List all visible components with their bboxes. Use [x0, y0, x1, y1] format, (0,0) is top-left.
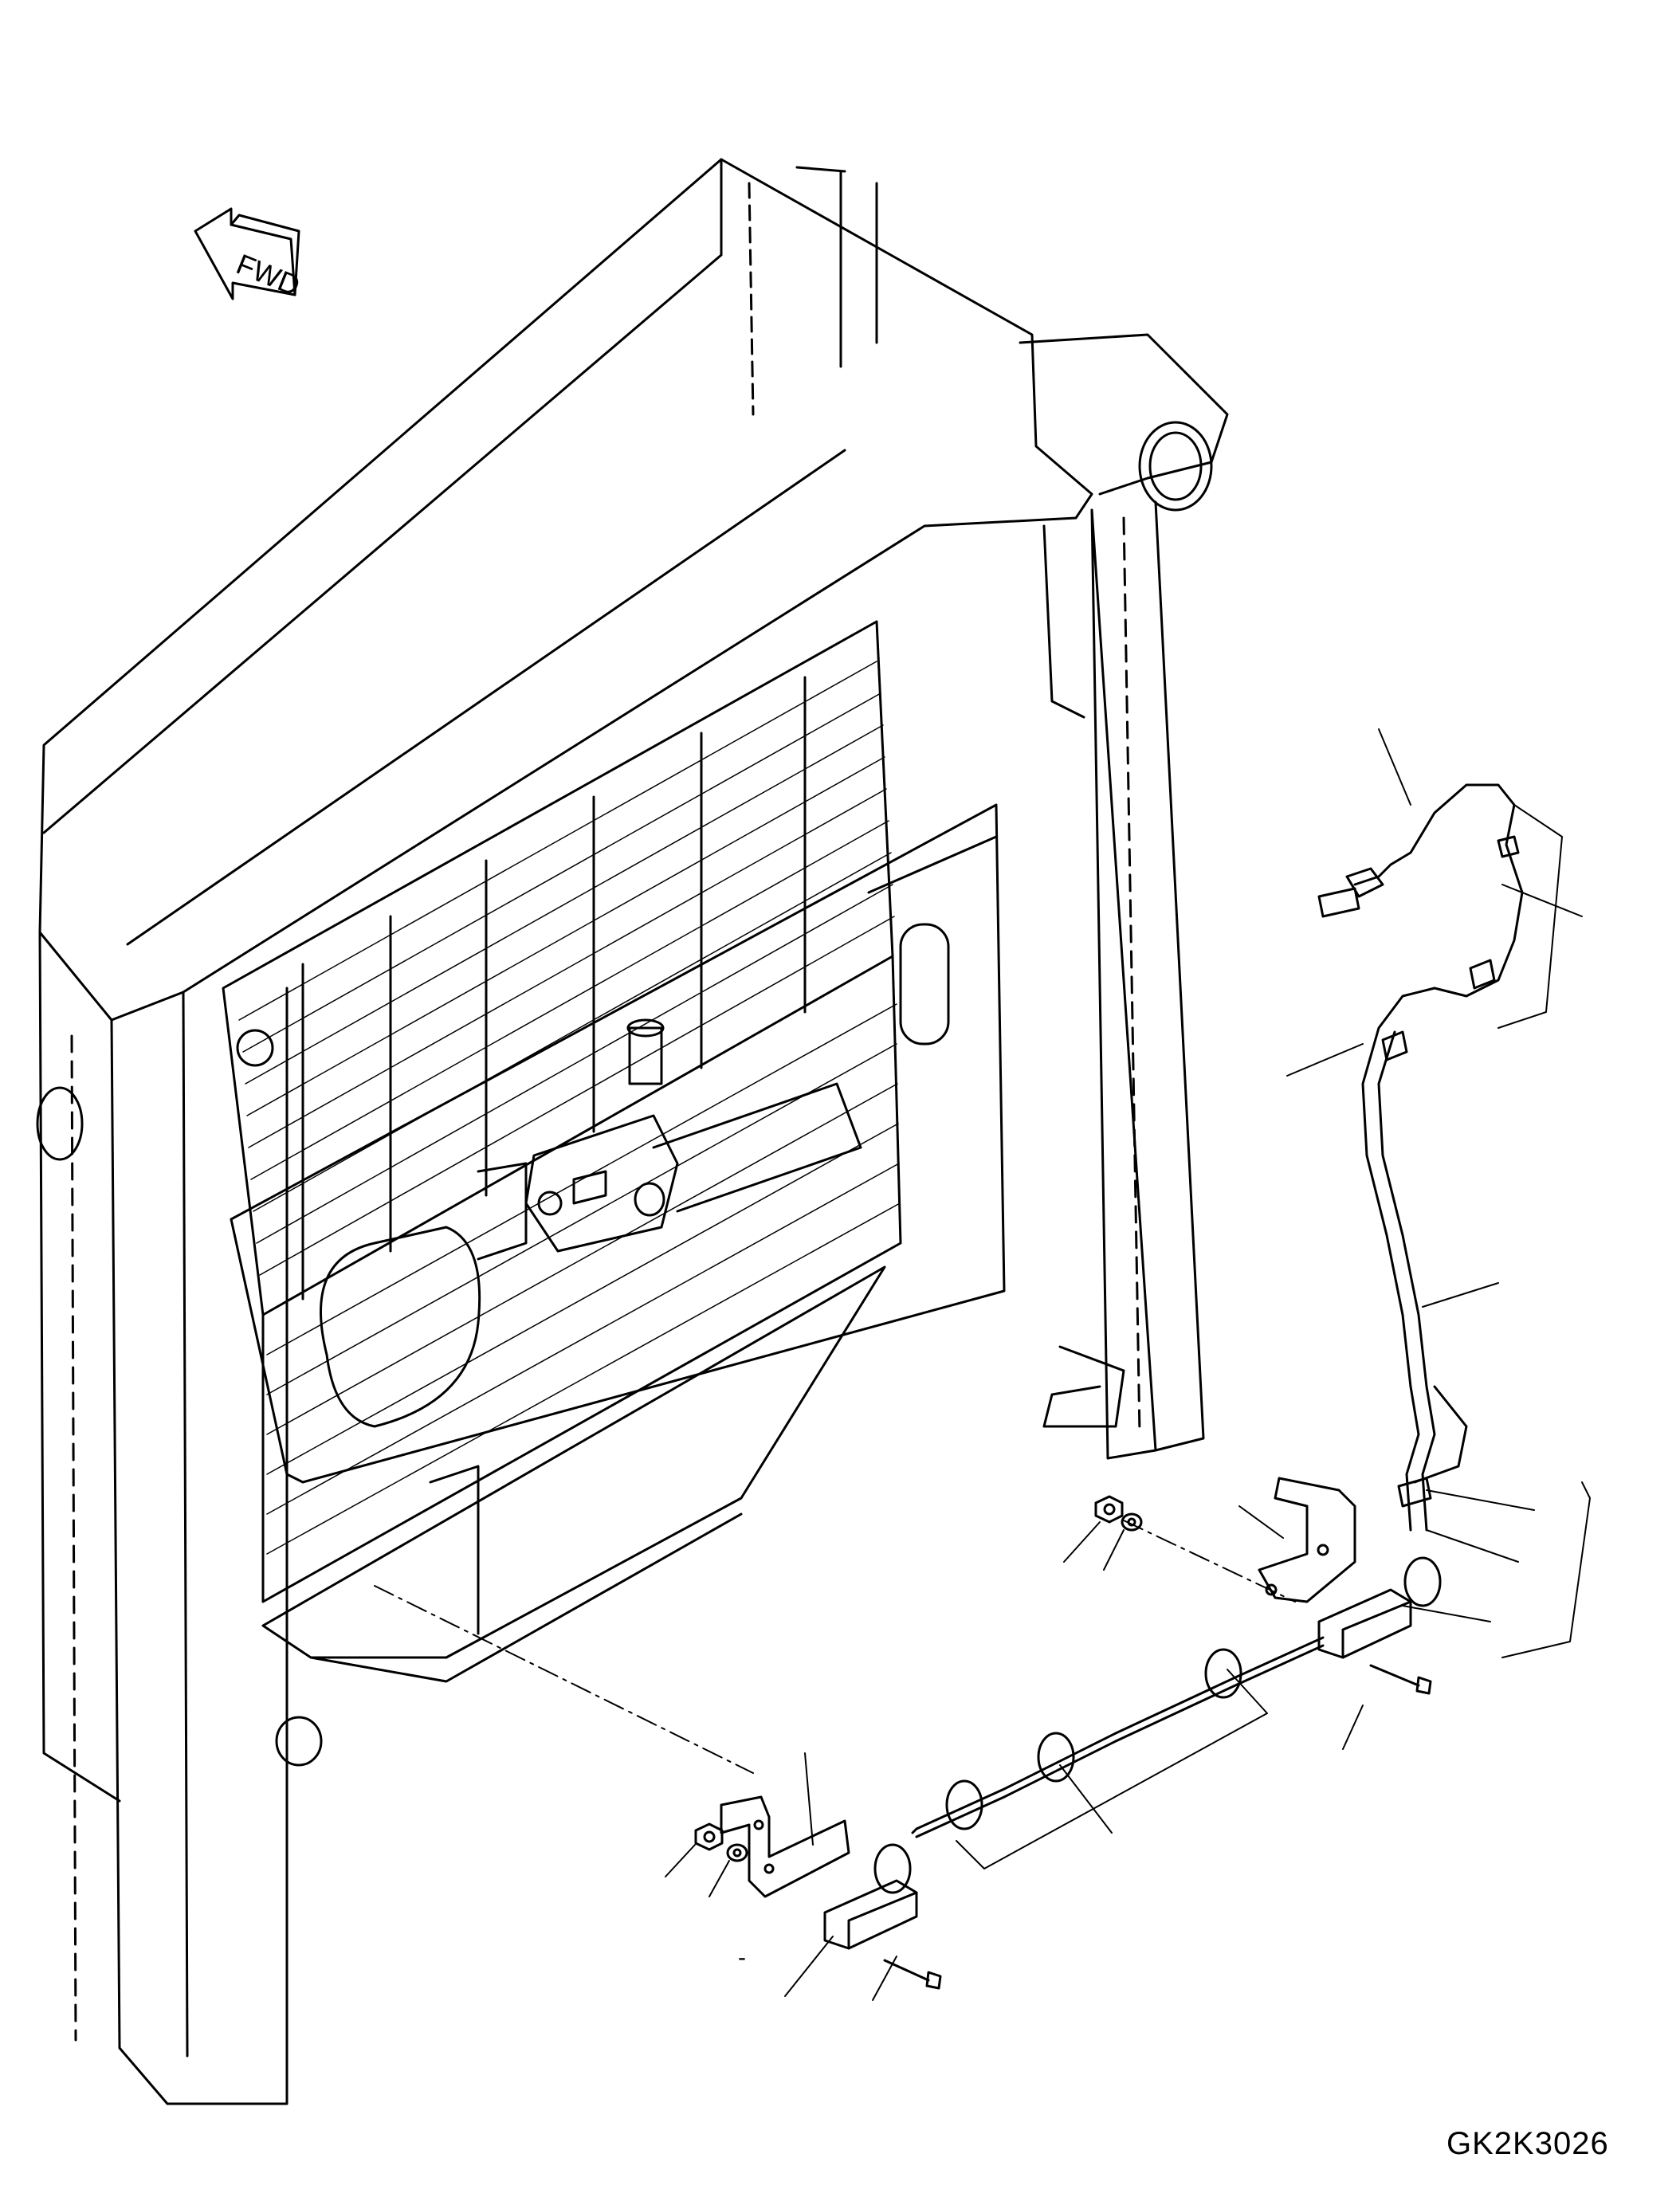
- mounting-plate: [230, 803, 1006, 1484]
- lamp-cable: [911, 1636, 1325, 1838]
- frame-right-upright: [1042, 500, 1205, 1460]
- washer-lower: [726, 1843, 748, 1862]
- nut-lower: [694, 1822, 724, 1851]
- valve-assembly: [477, 1018, 679, 1261]
- frame-top-crossbar: [38, 158, 1229, 1022]
- nut-upper: [1094, 1495, 1124, 1524]
- bolt-right: [1369, 1664, 1432, 1695]
- radiator-core: [222, 620, 902, 1603]
- fwd-arrow-icon: FWD: [194, 207, 304, 302]
- lamp-right: [1317, 1556, 1442, 1659]
- lower-shroud: [261, 1265, 886, 1683]
- drawing-code: GK2K3026: [1446, 2126, 1609, 2161]
- lamp-left: [823, 1843, 918, 1950]
- bottom-mark: -: [738, 1944, 746, 1971]
- assembly-lines: [374, 1520, 1296, 1774]
- fwd-label: FWD: [232, 247, 304, 302]
- frame-left-upright: [36, 931, 323, 2105]
- cable-clamps: [945, 1648, 1242, 1830]
- lower-bracket: [720, 1795, 850, 1898]
- upper-bracket: [1258, 1477, 1356, 1603]
- leader-lines: [665, 728, 1591, 2001]
- washer-upper: [1121, 1512, 1143, 1532]
- wiring-harness: [1317, 783, 1524, 1532]
